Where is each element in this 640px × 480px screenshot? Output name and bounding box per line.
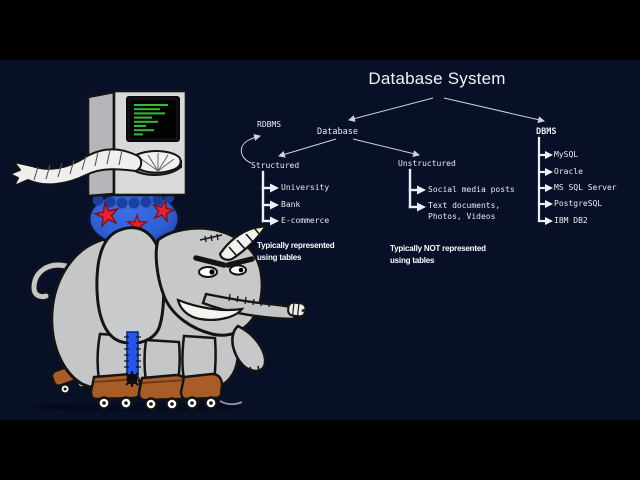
unstructured-item: Text documents, Photos, Videos	[428, 201, 501, 221]
dbms-item: MySQL	[554, 150, 579, 159]
letterbox-top	[0, 0, 640, 60]
node-database: Database	[317, 127, 358, 137]
page-title: Database System	[368, 69, 506, 88]
letterbox-bottom	[0, 420, 640, 480]
dbms-item: PostgreSQL	[554, 199, 603, 208]
structured-item: University	[281, 183, 330, 192]
unstructured-item: Social media posts	[428, 185, 515, 194]
dbms-item: IBM DB2	[554, 216, 588, 225]
structured-item: Bank	[281, 200, 301, 209]
structured-item: E-commerce	[281, 216, 330, 225]
node-structured: Structured	[251, 161, 300, 170]
dbms-item: Oracle	[554, 167, 583, 176]
node-dbms: DBMS	[536, 127, 557, 137]
node-rdbms: RDBMS	[257, 120, 282, 129]
dbms-item: MS SQL Server	[554, 183, 617, 192]
unstructured-note: Typically NOT represented using tables	[390, 244, 486, 265]
node-unstructured: Unstructured	[398, 159, 456, 168]
structured-note: Typically represented using tables	[257, 241, 335, 262]
